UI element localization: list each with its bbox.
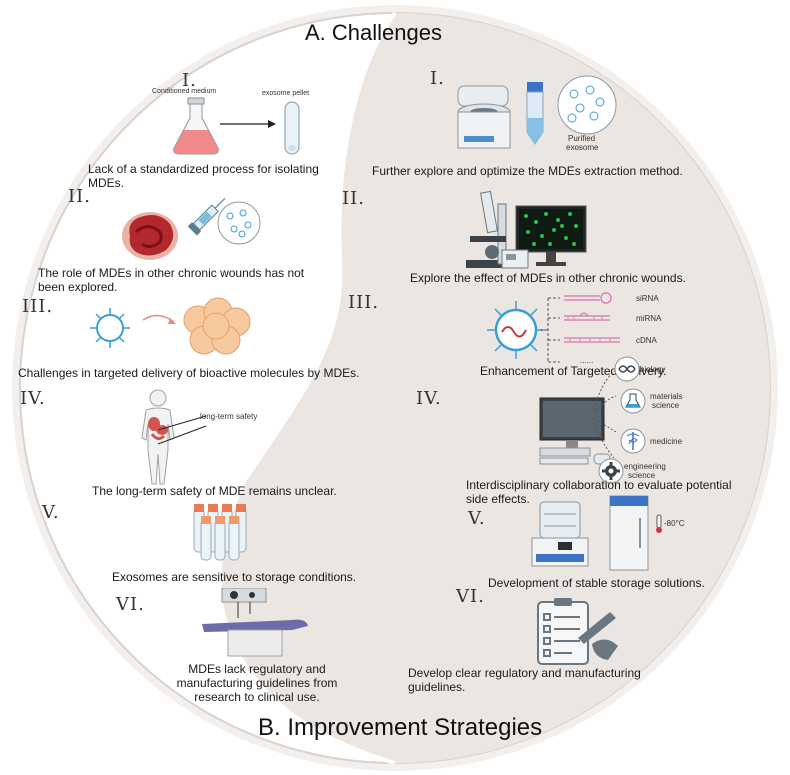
challenges-title: A. Challenges — [305, 20, 442, 45]
flask-icon — [173, 97, 219, 155]
strategy-5-number: V. — [468, 508, 486, 529]
strategy-3-number: III. — [348, 292, 380, 313]
falcon-tube-icon — [526, 82, 544, 145]
biology-label: biology — [640, 365, 666, 374]
wound-icon — [122, 212, 178, 260]
monitor-cells-icon — [515, 205, 587, 266]
strategies-title: B. Improvement Strategies — [258, 714, 543, 741]
strategy-1-text: Further explore and optimize the MDEs ex… — [372, 164, 683, 178]
freezer-icon — [609, 495, 649, 571]
strategy-1-number: I. — [430, 68, 445, 89]
arrow-icon — [220, 120, 276, 128]
exosome-circle-icon — [217, 201, 261, 245]
strategy-5-text: Development of stable storage solutions. — [488, 576, 705, 590]
pointer-lines — [158, 415, 207, 445]
freeze-dryer-icon — [531, 501, 589, 567]
challenge-3-text: Challenges in targeted delivery of bioac… — [18, 366, 360, 380]
tube-icon — [284, 101, 300, 155]
strategy-6-text: Develop clear regulatory and manufacturi… — [408, 666, 641, 694]
device-box-icon — [501, 249, 529, 269]
challenge-3-number: III. — [22, 296, 54, 317]
challenge-5-number: V. — [42, 502, 60, 523]
medicine-label: medicine — [650, 437, 683, 446]
challenge-2-number: II. — [68, 186, 91, 207]
microscope-icon — [466, 190, 516, 268]
long-term-safety-label: long-term safety — [200, 412, 258, 421]
sirna-label: siRNA — [636, 294, 659, 303]
loaded-exosome-icon — [487, 301, 545, 359]
rna-bracket-icon — [540, 292, 620, 363]
strategies-region — [219, 13, 770, 763]
syringe-icon — [187, 197, 226, 236]
purified-exosome-circle-icon — [557, 75, 617, 135]
strategy-6-number: VI. — [456, 586, 485, 607]
strategy-4-number: IV. — [416, 388, 442, 409]
challenge-6-number: VI. — [116, 594, 145, 615]
ellipsis-label: ...... — [580, 356, 594, 365]
challenge-4-text: The long-term safety of MDE remains uncl… — [92, 484, 337, 498]
purified-label: Purified — [568, 134, 596, 143]
gear-icon — [598, 458, 624, 484]
sample-tubes-icon — [193, 504, 247, 561]
engineering-label: engineering — [624, 462, 666, 471]
exosome-targeting-icon — [90, 308, 176, 348]
human-body-icon — [141, 389, 175, 485]
mirna-label: miRNA — [636, 314, 662, 323]
challenge-6-text: MDEs lack regulatory and manufacturing g… — [176, 662, 338, 704]
flask-science-icon — [620, 388, 646, 414]
checklist-icon — [537, 598, 618, 665]
strategy-2-number: II. — [342, 188, 365, 209]
cdna-label: cDNA — [636, 336, 657, 345]
minus-80-label: -80°C — [664, 519, 685, 528]
exosome-label: exosome — [566, 143, 599, 152]
materials-label: materials — [650, 392, 683, 401]
conditioned-medium-label: Conditioned medium — [152, 88, 217, 95]
challenge-4-number: IV. — [20, 388, 46, 409]
clinic-bed-icon — [202, 588, 308, 657]
centrifuge-icon — [457, 85, 511, 149]
strategy-2-text: Explore the effect of MDEs in other chro… — [410, 271, 686, 285]
challenge-1-text: Lack of a standardized process for isola… — [88, 162, 319, 190]
materials-science-label: science — [652, 401, 680, 410]
challenge-5-text: Exosomes are sensitive to storage condit… — [112, 570, 357, 584]
challenge-1-number: I. — [182, 70, 197, 91]
dna-icon — [614, 356, 640, 382]
cell-cluster-icon — [183, 297, 251, 355]
challenge-2-text: The role of MDEs in other chronic wounds… — [38, 266, 305, 294]
discipline-links — [593, 369, 617, 459]
thermometer-icon — [656, 514, 662, 533]
engineering-science-label: science — [628, 471, 656, 480]
computer-icon — [539, 397, 611, 465]
caduceus-icon — [620, 428, 646, 454]
strategy-4-text: Interdisciplinary collaboration to evalu… — [466, 478, 732, 506]
exosome-pellet-label: exosome pellet — [262, 90, 310, 97]
